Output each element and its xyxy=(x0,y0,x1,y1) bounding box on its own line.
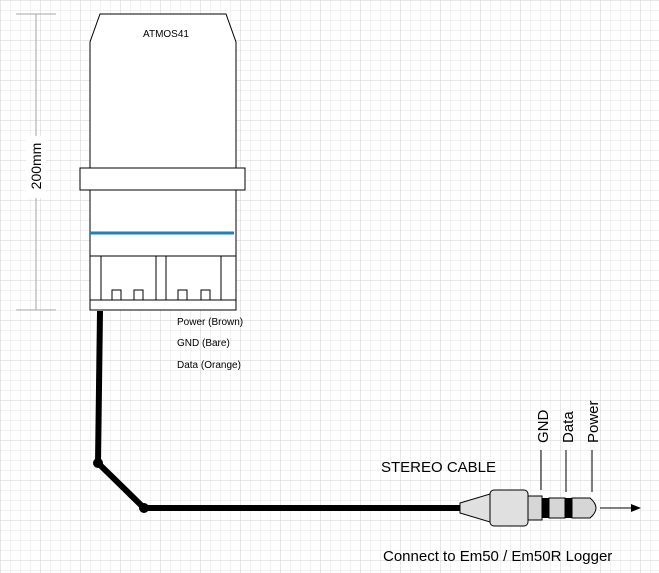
terminal-label-gnd: GND xyxy=(535,410,552,444)
terminal-pin xyxy=(200,289,211,301)
terminal-pin xyxy=(133,289,144,301)
wire-label-gnd: GND (Bare) xyxy=(177,338,230,349)
dimension-label: 200mm xyxy=(28,143,44,190)
plug-insulator-ring xyxy=(565,498,572,518)
cable-bend-point xyxy=(139,503,149,513)
sensor-cable xyxy=(95,310,462,511)
plug-tip xyxy=(571,497,597,519)
terminal-pin xyxy=(111,289,122,301)
dimension-marker: 200mm xyxy=(16,13,56,311)
plug-ring xyxy=(548,497,566,519)
cable-bend-point xyxy=(93,458,103,468)
wire-label-data: Data (Orange) xyxy=(177,360,241,371)
terminal-pin xyxy=(177,289,188,301)
cable-label: STEREO CABLE xyxy=(381,459,496,476)
wire-label-power: Power (Brown) xyxy=(177,317,243,328)
sensor-body: ATMOS41 xyxy=(79,13,246,311)
footer-note: Connect to Em50 / Em50R Logger xyxy=(383,548,612,565)
stereo-plug xyxy=(459,489,641,527)
sensor-name: ATMOS41 xyxy=(143,29,189,40)
sensor-mid-housing xyxy=(89,189,237,257)
sensor-base xyxy=(89,299,237,311)
terminal-label-data: Data xyxy=(560,411,577,443)
plug-sleeve xyxy=(527,495,543,521)
mounting-band xyxy=(79,167,246,191)
plug-grip xyxy=(489,489,529,527)
plug-insulator-ring xyxy=(542,498,549,518)
terminal-label-power: Power xyxy=(585,400,602,443)
